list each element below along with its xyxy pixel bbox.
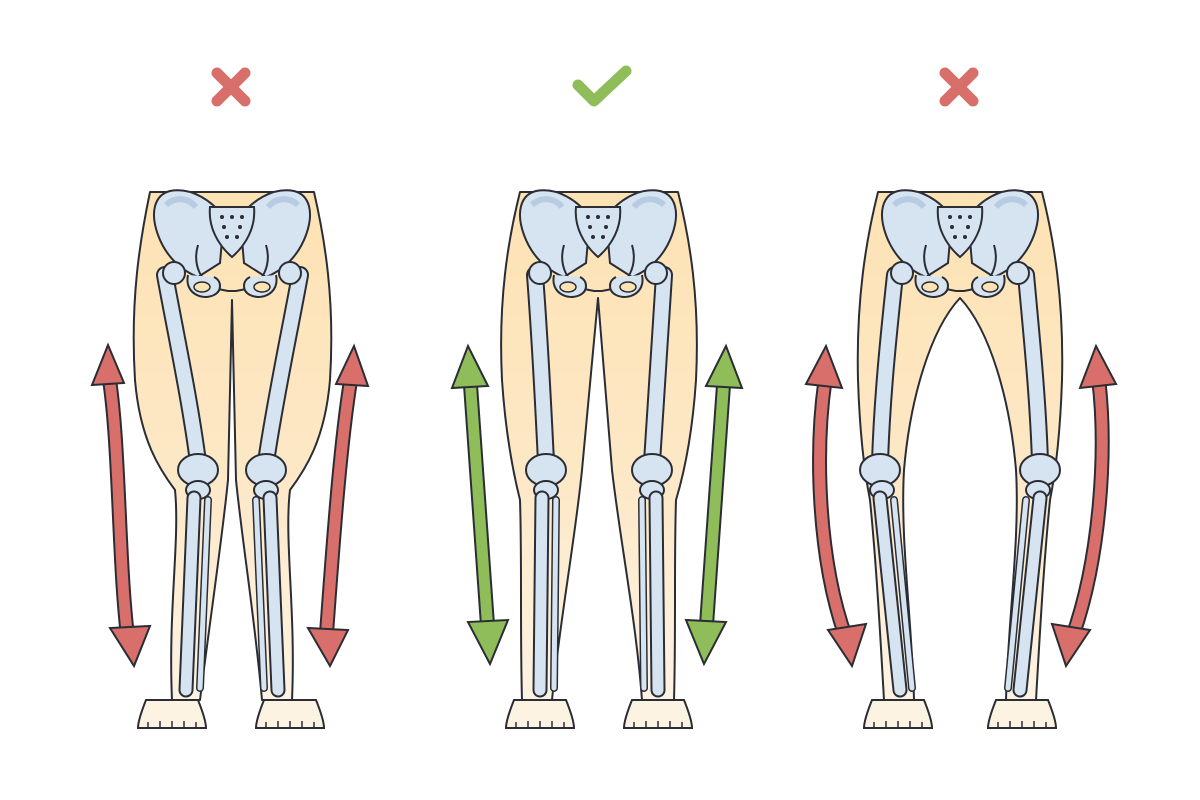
leg-silhouette — [500, 191, 698, 701]
panel-normal — [450, 190, 744, 729]
arrow-left — [90, 342, 152, 669]
check-icon — [572, 65, 632, 107]
foot-left — [863, 699, 933, 729]
arrow-right — [684, 343, 744, 667]
foot-right — [255, 699, 325, 729]
arrow-left — [804, 343, 868, 669]
foot-right — [987, 699, 1057, 729]
panel-knock-knees — [90, 190, 370, 729]
foot-left — [137, 699, 207, 729]
panel-bow-legs — [804, 190, 1118, 729]
leg-silhouette — [132, 191, 333, 701]
arrow-right — [306, 343, 370, 669]
leg-silhouette — [856, 191, 1064, 701]
cross-icon — [217, 73, 245, 101]
arrow-right — [1050, 343, 1118, 669]
arrow-left — [450, 343, 510, 667]
foot-left — [505, 699, 575, 729]
cross-icon — [945, 73, 973, 101]
foot-right — [623, 699, 693, 729]
